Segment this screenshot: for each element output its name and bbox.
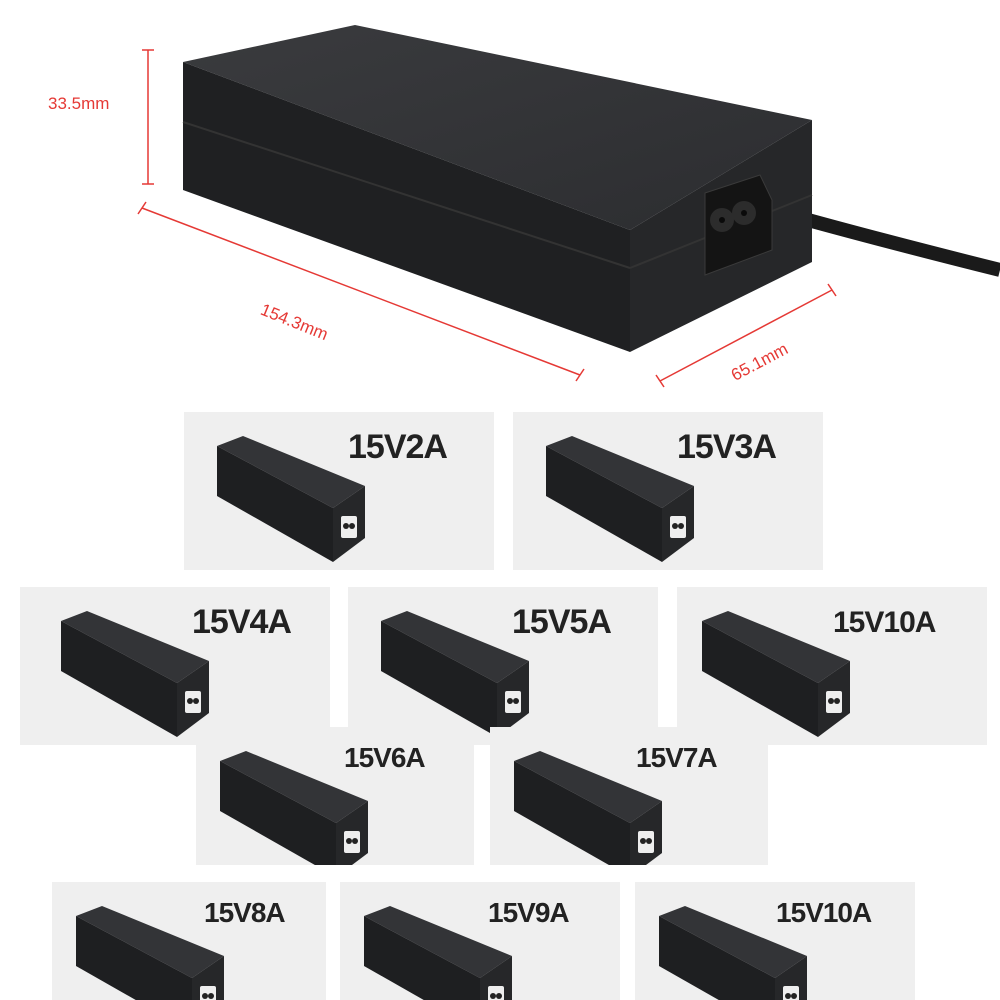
variant-label: 15V10A	[833, 606, 936, 639]
adapter-thumbnail	[76, 906, 224, 1000]
variant-card	[196, 727, 474, 865]
variant-card	[677, 587, 987, 745]
adapter-thumbnail	[217, 436, 365, 562]
adapter-thumbnail	[364, 906, 512, 1000]
adapter-thumbnail	[381, 611, 529, 737]
variant-card	[635, 882, 915, 1000]
power-adapter-main-photo	[137, 25, 1000, 388]
adapter-top-face	[183, 25, 812, 230]
ac-socket-icon	[341, 516, 357, 538]
ac-socket-icon	[826, 691, 842, 713]
variant-card	[348, 587, 658, 745]
variant-card	[52, 882, 326, 1000]
variant-label: 15V4A	[192, 603, 292, 641]
ac-socket-icon	[783, 986, 799, 1000]
ac-socket-icon	[185, 691, 201, 713]
adapter-thumbnail	[514, 751, 662, 865]
adapter-thumbnail	[702, 611, 850, 737]
ac-socket-icon	[344, 831, 360, 853]
variant-label: 15V8A	[204, 897, 286, 928]
variant-card	[340, 882, 620, 1000]
ac-socket-icon	[670, 516, 686, 538]
adapter-thumbnail	[659, 906, 807, 1000]
ac-socket-icon	[488, 986, 504, 1000]
adapter-thumbnail	[546, 436, 694, 562]
variant-label: 15V9A	[488, 897, 570, 928]
variant-card	[184, 412, 494, 570]
variant-card	[490, 727, 768, 865]
variant-label: 15V10A	[776, 897, 872, 928]
variant-label: 15V2A	[348, 428, 448, 466]
ac-socket-icon	[638, 831, 654, 853]
variant-card	[20, 587, 330, 745]
variant-label: 15V5A	[512, 603, 612, 641]
adapter-thumbnail	[220, 751, 368, 865]
height-dimension-label: 33.5mm	[48, 94, 110, 113]
variant-label: 15V3A	[677, 428, 777, 466]
variant-card	[513, 412, 823, 570]
variant-label: 15V6A	[344, 742, 426, 773]
ac-socket-icon	[200, 986, 216, 1000]
power-cord	[788, 208, 1000, 277]
dimension-lines	[137, 49, 837, 388]
variant-label: 15V7A	[636, 742, 718, 773]
ac-socket-icon	[505, 691, 521, 713]
adapter-thumbnail	[61, 611, 209, 737]
adapter-side-face	[183, 62, 630, 352]
ac-socket-icon	[704, 174, 773, 276]
